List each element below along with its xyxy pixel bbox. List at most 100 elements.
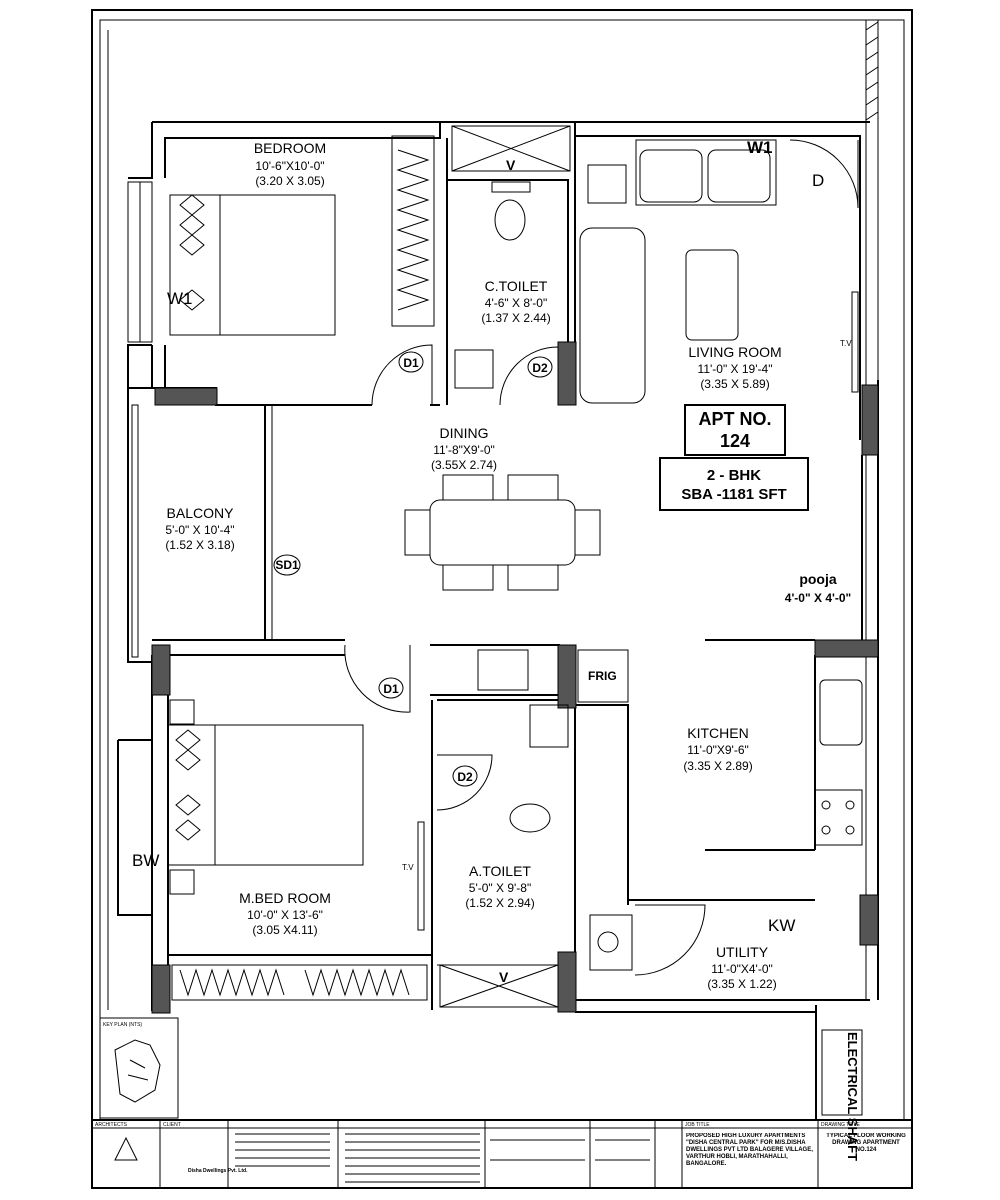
dining-name: DINING: [440, 425, 489, 441]
kitchen-sink: [819, 679, 863, 746]
master-wardrobe: [171, 964, 428, 1001]
electrical-shaft-label: ELECTRICAL SHAFT: [845, 1032, 860, 1161]
room-bedroom: BEDROOM 10'-6"X10'-0" (3.20 X 3.05): [254, 140, 326, 188]
ctoilet-wc: [491, 181, 531, 241]
kitchen-dim-m: (3.35 X 2.89): [683, 759, 752, 773]
dining-dim-m: (3.55X 2.74): [431, 458, 497, 472]
dining-wash-basin: [477, 649, 529, 691]
ctoilet-dim-ft: 4'-6" X 8'-0": [485, 296, 547, 310]
ctoilet-dim-m: (1.37 X 2.44): [481, 311, 550, 325]
living-center-table: [685, 249, 739, 341]
living-side-table: [587, 164, 627, 204]
key-plan: KEY PLAN (NTS): [99, 1017, 179, 1119]
fridge-label: FRIG: [588, 669, 617, 683]
apt-no-value: 124: [720, 431, 750, 451]
atoilet-wc: [509, 803, 551, 833]
room-atoilet: A.TOILET 5'-0" X 9'-8" (1.52 X 2.94): [465, 863, 534, 910]
right-hatch-strip: [865, 20, 879, 1000]
mbed-tv-unit: [417, 821, 425, 931]
kw-label: KW: [768, 916, 795, 935]
drawing-title-text: TYPICAL FLOOR WORKING DRAWING APARTMENT …: [826, 1133, 906, 1153]
ctoilet-name: C.TOILET: [485, 278, 548, 294]
structural-columns: [151, 341, 879, 1014]
room-pooja: pooja 4'-0" X 4'-0": [785, 571, 851, 605]
mbed-tv-label: T.V: [402, 863, 414, 872]
atoilet-name: A.TOILET: [469, 863, 531, 879]
client-name: Disha Dwellings Pvt. Ltd.: [188, 1168, 248, 1174]
atoilet-dim-ft: 5'-0" X 9'-8": [469, 881, 531, 895]
room-kitchen: KITCHEN 11'-0"X9'-6" (3.35 X 2.89): [683, 725, 752, 773]
architects-label: ARCHITECTS: [95, 1122, 128, 1128]
living-name: LIVING ROOM: [688, 344, 781, 360]
d2-atoilet-tag: D2: [457, 770, 473, 784]
utility-name: UTILITY: [716, 944, 769, 960]
job-title-box: PROPOSED HIGH LUXURY APARTMENTS "DISHA C…: [686, 1133, 813, 1167]
bw-label: BW: [132, 851, 159, 870]
living-tv-label: T.V: [840, 339, 852, 348]
sd1-tag: SD1: [275, 558, 299, 572]
title-block: ARCHITECTS CLIENT Disha Dwellings Pvt. L…: [92, 1119, 912, 1188]
atoilet-dim-m: (1.52 X 2.94): [465, 896, 534, 910]
drawing-title-box: TYPICAL FLOOR WORKING DRAWING APARTMENT …: [826, 1133, 906, 1153]
pooja-dim-ft: 4'-0" X 4'-0": [785, 591, 851, 605]
apartment-number-box: APT NO. 124: [684, 404, 786, 456]
main-door-label: D: [812, 171, 824, 190]
master-bed: [167, 699, 364, 895]
atoilet-v-label: V: [499, 969, 509, 985]
apt-no-label: APT NO.: [698, 409, 771, 429]
atoilet-basin: [529, 704, 569, 748]
living-dim-m: (3.35 X 5.89): [700, 377, 769, 391]
outer-border: [91, 9, 913, 1189]
room-dining: DINING 11'-8"X9'-0" (3.55X 2.74): [431, 425, 497, 472]
bedroom-bed: [169, 194, 336, 336]
sba-label: SBA -1181 SFT: [681, 486, 786, 503]
d1-mbed-tag: D1: [383, 682, 399, 696]
door-tags: D1 D2 SD1 D1 D2: [273, 351, 553, 787]
living-dim-ft: 11'-0" X 19'-4": [698, 362, 773, 376]
room-ctoilet: C.TOILET 4'-6" X 8'-0" (1.37 X 2.44): [481, 278, 550, 325]
balcony-name: BALCONY: [167, 505, 235, 521]
job-title-label: JOB TITLE: [685, 1122, 710, 1128]
pooja-name: pooja: [799, 571, 837, 587]
kitchen-name: KITCHEN: [687, 725, 748, 741]
living-tv-unit: [851, 291, 859, 393]
job-title-text: PROPOSED HIGH LUXURY APARTMENTS "DISHA C…: [686, 1133, 813, 1167]
room-balcony: BALCONY 5'-0" X 10'-4" (1.52 X 3.18): [165, 505, 234, 552]
utility-dim-m: (3.35 X 1.22): [707, 977, 776, 991]
mbed-dim-m: (3.05 X4.11): [252, 923, 317, 937]
bedroom-name: BEDROOM: [254, 140, 326, 156]
bhk-label: 2 - BHK: [707, 467, 761, 484]
washing-machine: [589, 914, 633, 971]
door-swings: [344, 139, 859, 976]
bedroom-dim-ft: 10'-6"X10'-0": [255, 159, 324, 173]
room-utility: UTILITY 11'-0"X4'-0" (3.35 X 1.22): [707, 944, 776, 991]
bedroom-dim-m: (3.20 X 3.05): [255, 174, 324, 188]
room-mbed: M.BED ROOM 10'-0" X 13'-6" (3.05 X4.11): [239, 890, 331, 937]
client-label: CLIENT: [163, 1122, 181, 1128]
room-living: LIVING ROOM 11'-0" X 19'-4" (3.35 X 5.89…: [688, 344, 781, 391]
atoilet-ventilator: [439, 964, 559, 1008]
w1-bedroom-label: W1: [167, 289, 193, 308]
kitchen-hob: [814, 789, 863, 846]
apartment-summary-box: 2 - BHK SBA -1181 SFT: [659, 457, 809, 511]
ctoilet-basin: [454, 349, 494, 389]
fridge: [577, 649, 629, 703]
w1-living-label: W1: [747, 138, 773, 157]
opening-markers: W1 D W1 V V T.V T.V FRIG BW KW: [132, 138, 852, 985]
d1-bedroom-tag: D1: [403, 356, 419, 370]
ctoilet-v-label: V: [506, 157, 516, 173]
dining-table: [404, 474, 601, 591]
windows: [127, 121, 860, 343]
d2-ctoilet-tag: D2: [532, 361, 548, 375]
utility-dim-ft: 11'-0"X4'-0": [711, 962, 773, 976]
kitchen-dim-ft: 11'-0"X9'-6": [687, 743, 749, 757]
bedroom-wardrobe: [396, 149, 430, 311]
ctoilet-ventilator: [451, 125, 571, 172]
living-sofa: [579, 139, 777, 404]
mbed-dim-ft: 10'-0" X 13'-6": [247, 908, 323, 922]
mbed-name: M.BED ROOM: [239, 890, 331, 906]
drawing-title-label: DRAWING TITLE: [821, 1122, 861, 1128]
balcony-dim-m: (1.52 X 3.18): [165, 538, 234, 552]
